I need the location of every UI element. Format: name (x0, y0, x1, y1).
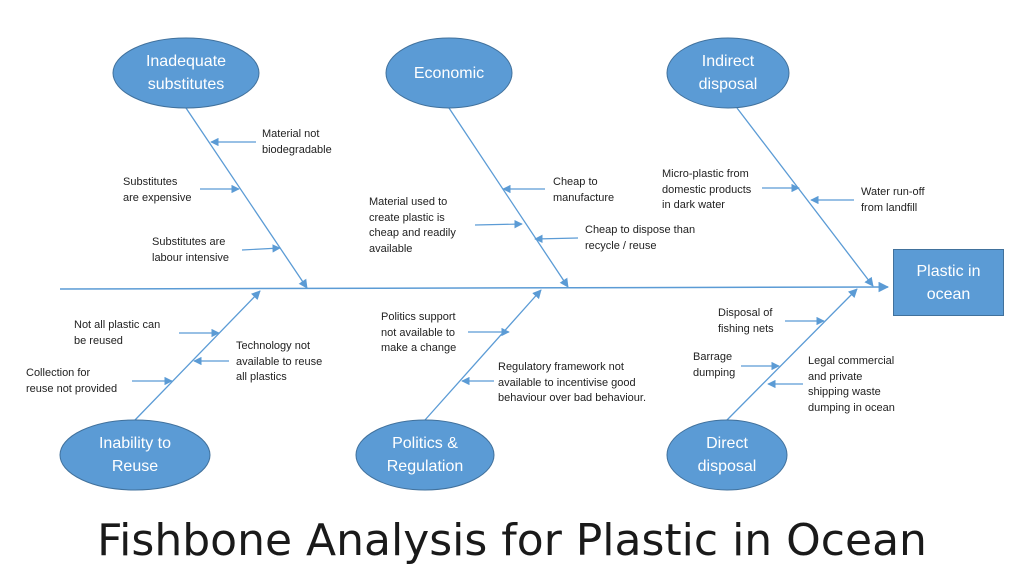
category-label-politics-regulation: Politics & Regulation (386, 435, 464, 475)
cause-label: Water run-off from landfill (861, 186, 925, 214)
cause-label: Micro-plastic from domestic products in … (662, 168, 752, 211)
cause-label: Substitutes are labour intensive (152, 236, 230, 264)
cause-label: Collection for reuse not provided (26, 367, 118, 395)
bone-economic (448, 107, 569, 288)
bone-politics-regulation (424, 289, 542, 421)
category-label-inability-to-reuse: Inability to Reuse (98, 435, 172, 475)
cause-label: Barrage dumping (693, 351, 736, 379)
category-label-indirect-disposal: Indirect disposal (698, 53, 758, 93)
category-ellipse-economic (385, 37, 513, 109)
cause-label: Legal commercial and private shipping wa… (808, 355, 895, 414)
cause-arrow (534, 234, 579, 244)
cause-label: Material not biodegradable (262, 128, 332, 156)
cause-label: Technology not available to reuse all pl… (236, 340, 323, 383)
category-label-direct-disposal: Direct disposal (697, 435, 757, 475)
cause-label: Politics support not available to make a… (381, 311, 457, 354)
category-label-inadequate-substitutes: Inadequate substitutes (145, 53, 227, 93)
cause-label: Material used to create plastic is cheap… (369, 196, 456, 255)
bone-direct-disposal (726, 288, 858, 421)
page-title: Fishbone Analysis for Plastic in Ocean (97, 515, 927, 566)
effect-box: Plastic in ocean (893, 249, 1004, 316)
bone-indirect-disposal (736, 107, 874, 287)
cause-label: Not all plastic can be reused (74, 319, 161, 347)
cause-label: Cheap to manufacture (553, 176, 615, 204)
category-ellipse-politics-regulation (355, 419, 495, 491)
category-ellipse-inability-to-reuse (59, 419, 211, 491)
cause-label: Substitutes are expensive (123, 176, 192, 204)
category-ellipse-inadequate-substitutes (112, 37, 260, 109)
category-ellipse-direct-disposal (666, 419, 788, 491)
category-label-economic: Economic (413, 65, 485, 82)
cause-label: Disposal of fishing nets (718, 307, 774, 335)
cause-label: Cheap to dispose than recycle / reuse (585, 224, 696, 252)
bone-inadequate-substitutes (185, 107, 308, 289)
spine-line (59, 281, 890, 293)
category-ellipse-indirect-disposal (666, 37, 790, 109)
cause-arrow (474, 219, 523, 229)
cause-label: Regulatory framework not available to in… (498, 361, 646, 404)
cause-arrow (241, 244, 281, 253)
bone-inability-to-reuse (134, 290, 261, 421)
